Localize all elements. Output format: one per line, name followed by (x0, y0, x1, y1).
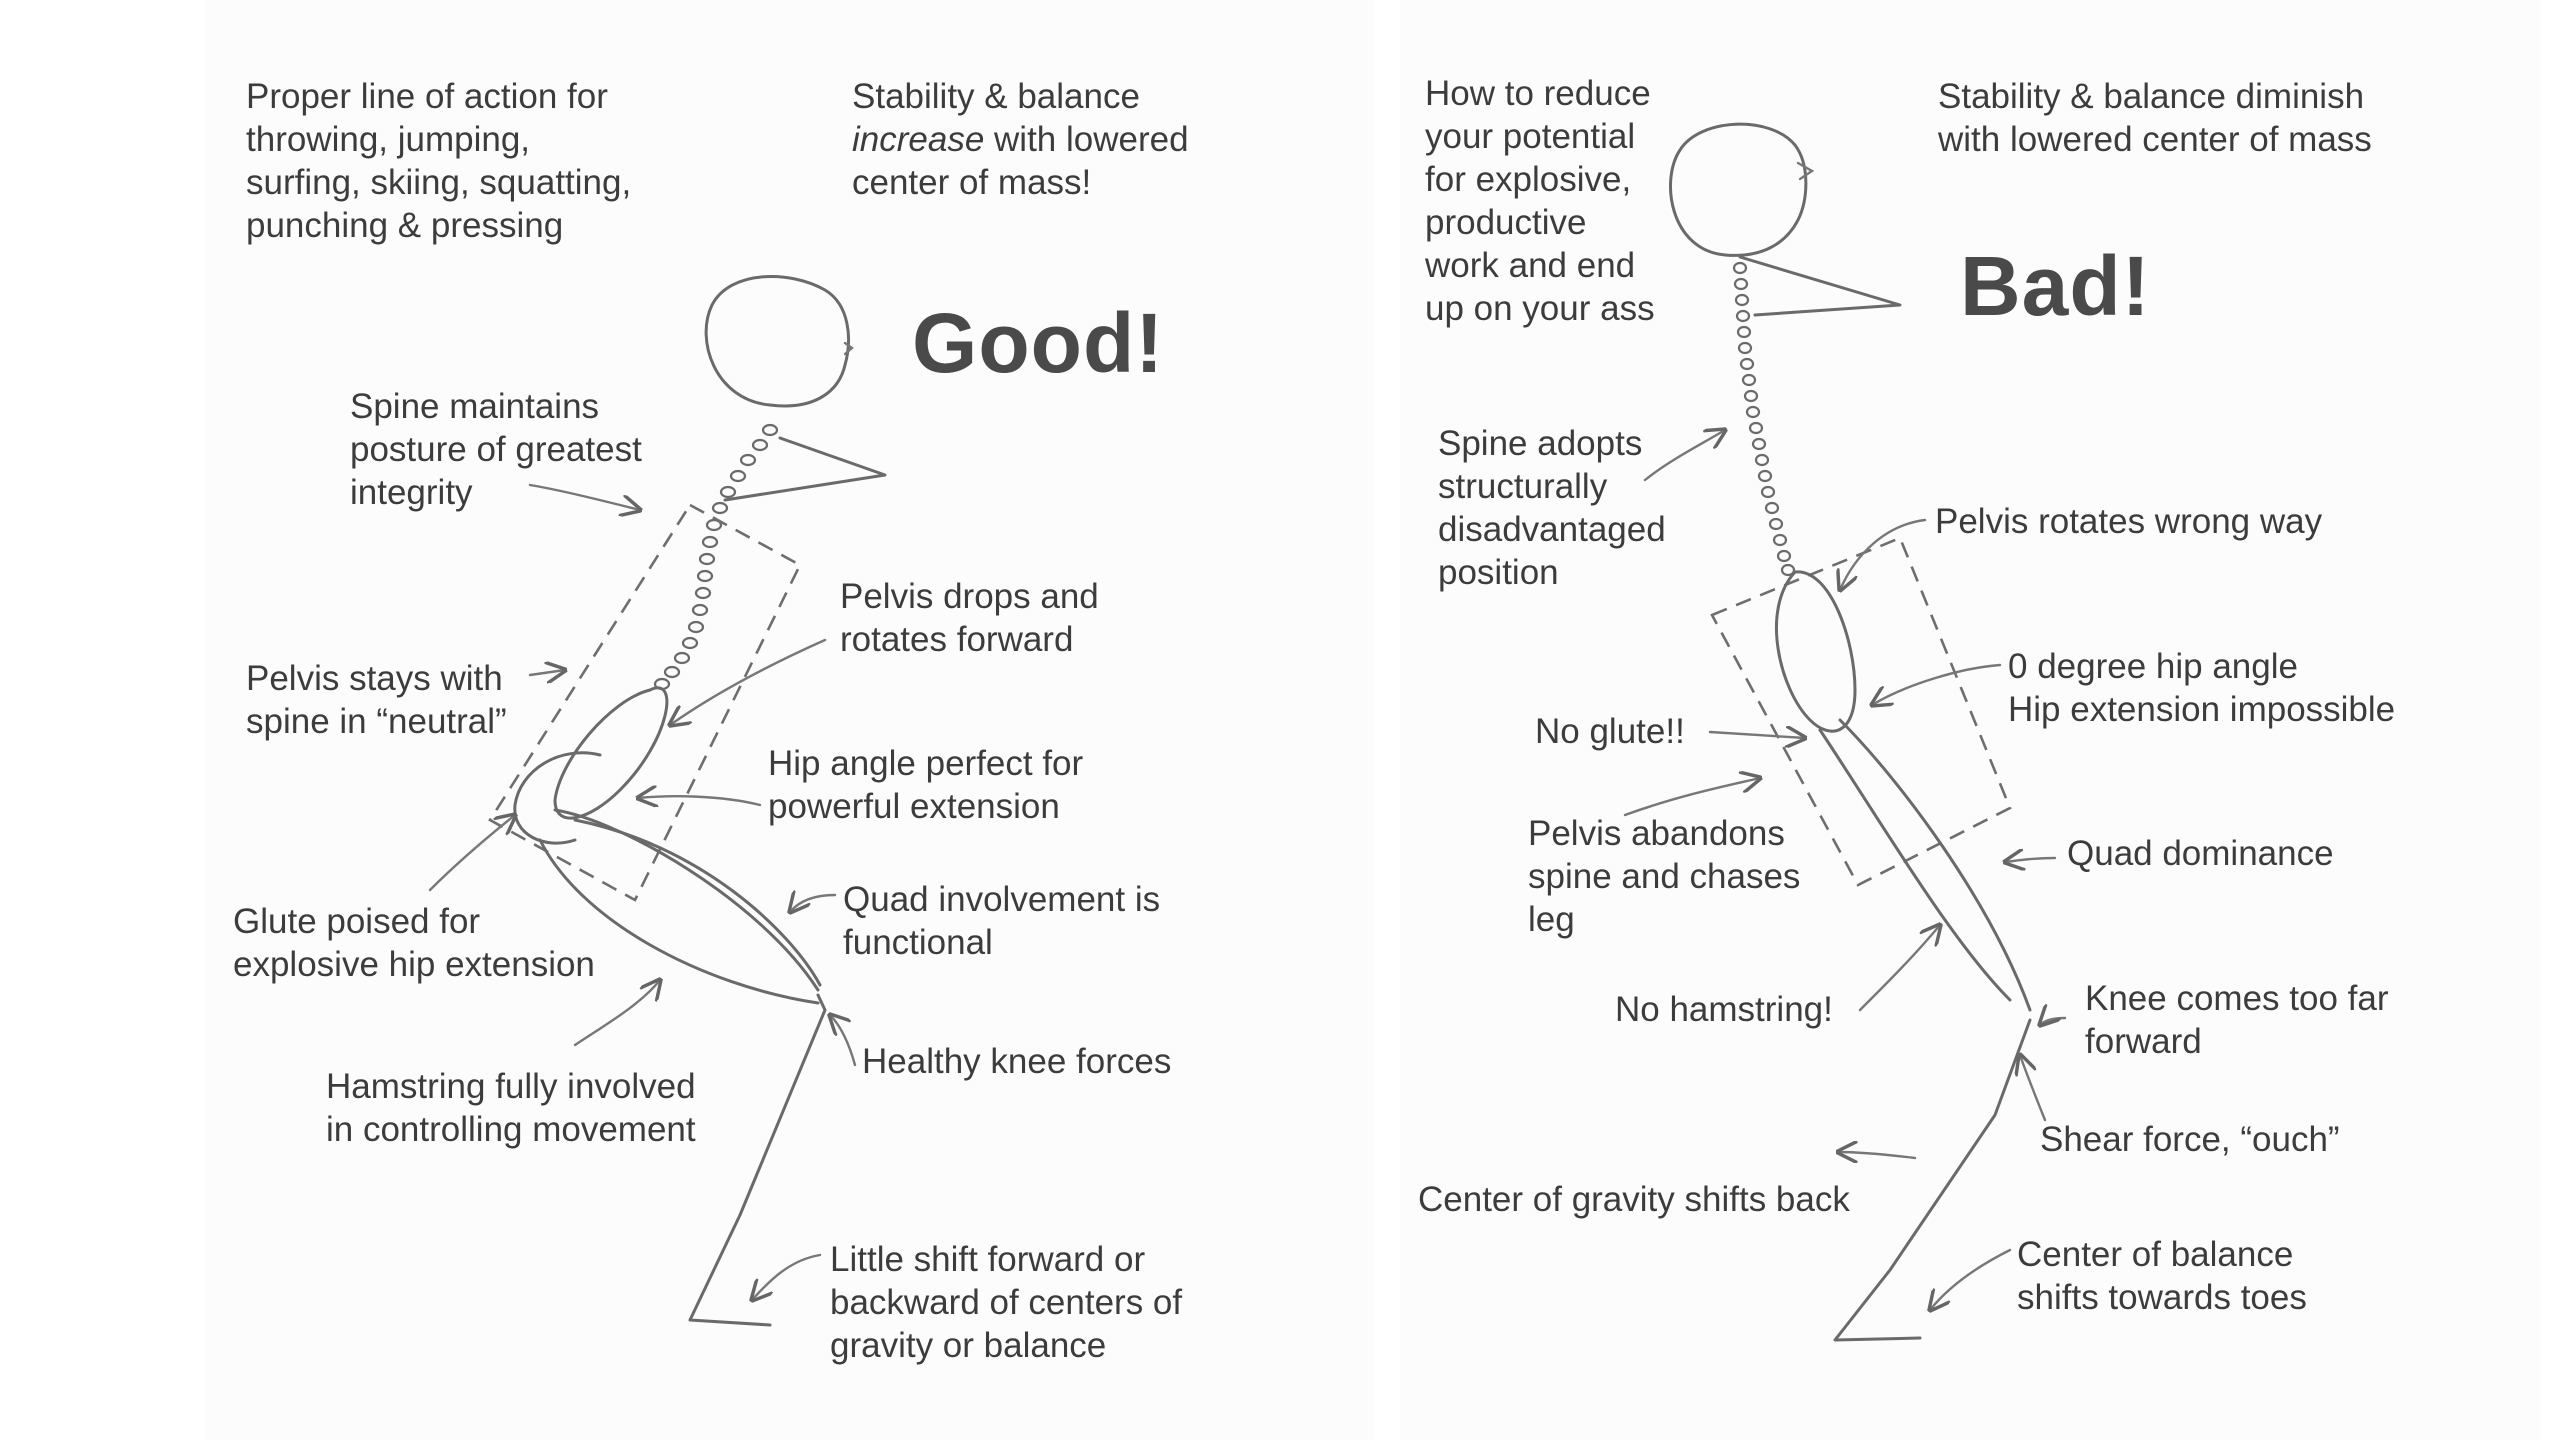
good-stability-italic: increase (852, 120, 985, 159)
good-torso-box (488, 503, 802, 902)
good-pelvis-neutral-label: Pelvis stays with spine in “neutral” (246, 659, 507, 741)
good-head (704, 275, 850, 408)
bad-balance-label: Center of balance shifts towards toes (2017, 1235, 2307, 1317)
good-shift-label: Little shift forward or backward of cent… (830, 1240, 1183, 1365)
good-intro-text: Proper line of action for throwing, jump… (246, 77, 632, 245)
good-stability-pre: Stability & balance (852, 77, 1140, 116)
bad-arm (1738, 255, 1902, 317)
bad-pelvis-abandons-label: Pelvis abandons spine and chases leg (1528, 814, 1801, 939)
good-hamstring-label: Hamstring fully involved in controlling … (326, 1067, 696, 1149)
bad-head (1668, 122, 1808, 257)
good-stability-text: Stability & balance increase with lowered… (852, 75, 1189, 204)
good-thigh (538, 808, 820, 1005)
bad-stability-text: Stability & balance diminish with lowere… (1938, 77, 2372, 159)
bad-headline: Bad! (1960, 239, 2151, 333)
bad-spine (1732, 261, 1796, 577)
good-figure (488, 275, 887, 1327)
bad-arrows (1623, 430, 2067, 1310)
good-spine-label: Spine maintains posture of greatest inte… (350, 387, 642, 512)
good-hip-angle-label: Hip angle perfect for powerful extension (768, 744, 1084, 826)
bad-no-glute-label: No glute!! (1535, 712, 1685, 751)
bad-knee-label: Knee comes too far forward (2085, 979, 2389, 1061)
bad-gravity-label: Center of gravity shifts back (1418, 1180, 1850, 1219)
good-shin (688, 993, 827, 1327)
bad-thigh (1818, 718, 2032, 1012)
bad-pelvis-rotates-label: Pelvis rotates wrong way (1935, 502, 2323, 541)
good-stability-post: with lowered center of mass! (852, 120, 1189, 202)
good-panel (205, 0, 1375, 1440)
good-arm (723, 436, 887, 502)
good-pelvis-drops-label: Pelvis drops and rotates forward (840, 577, 1099, 659)
bad-shear-label: Shear force, “ouch” (2040, 1120, 2340, 1159)
good-glute-label: Glute poised for explosive hip extension (233, 902, 595, 984)
bad-no-hamstring-label: No hamstring! (1615, 990, 1833, 1029)
good-quad-label: Quad involvement is functional (843, 880, 1161, 962)
bad-panel (1400, 0, 2540, 1440)
good-knee-label: Healthy knee forces (862, 1042, 1172, 1081)
good-arrows (428, 483, 857, 1300)
bad-pelvis (1774, 570, 1857, 733)
bad-torso-box (1710, 536, 2012, 887)
good-spine (653, 423, 779, 691)
bad-figure (1668, 122, 2032, 1342)
bad-hip-angle-label: 0 degree hip angle Hip extension impossi… (2008, 647, 2396, 729)
bad-spine-label: Spine adopts structurally disadvantaged … (1438, 424, 1666, 592)
bad-intro-text: How to reduce your potential for explosi… (1425, 74, 1655, 328)
good-headline: Good! (912, 296, 1165, 390)
bad-shin (1833, 1018, 2032, 1342)
bad-quad-label: Quad dominance (2067, 834, 2334, 873)
good-glute (513, 751, 602, 845)
